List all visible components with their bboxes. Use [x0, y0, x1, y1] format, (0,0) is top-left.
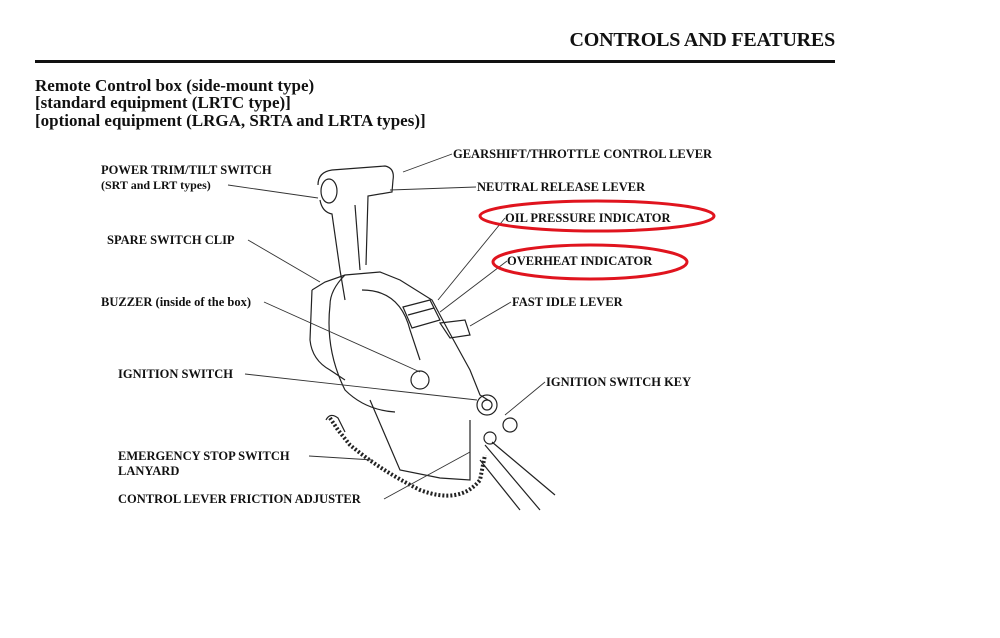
label-spare-switch-clip: SPARE SWITCH CLIP	[107, 233, 235, 247]
label-ignition-switch-key: IGNITION SWITCH KEY	[546, 375, 692, 389]
label-buzzer: BUZZER (inside of the box)	[101, 295, 252, 309]
label-power-trim-switch: POWER TRIM/TILT SWITCH	[101, 163, 272, 177]
label-overheat-indicator: OVERHEAT INDICATOR	[507, 254, 653, 268]
highlight-ellipses	[478, 199, 716, 281]
leader-lines	[227, 153, 546, 500]
subtitle-line-1: Remote Control box (side-mount type)	[35, 76, 315, 95]
label-ignition-switch: IGNITION SWITCH	[118, 367, 233, 381]
subtitle-line-2: [standard equipment (LRTC type)]	[35, 93, 291, 112]
label-gearshift-lever: GEARSHIFT/THROTTLE CONTROL LEVER	[453, 147, 713, 161]
section-title: CONTROLS AND FEATURES	[569, 29, 836, 51]
control-box-drawing	[309, 165, 556, 511]
label-emergency-stop-switch: EMERGENCY STOP SWITCH	[118, 449, 290, 463]
header-rule	[35, 60, 835, 63]
subtitle-line-3: [optional equipment (LRGA, SRTA and LRTA…	[35, 111, 426, 130]
label-power-trim-note: (SRT and LRT types)	[101, 178, 211, 192]
label-oil-pressure-indicator: OIL PRESSURE INDICATOR	[505, 211, 671, 225]
oil-pressure-highlight	[478, 199, 716, 233]
label-emergency-stop-lanyard: LANYARD	[118, 464, 180, 478]
label-neutral-release-lever: NEUTRAL RELEASE LEVER	[477, 180, 646, 194]
overheat-highlight	[491, 243, 689, 281]
label-fast-idle-lever: FAST IDLE LEVER	[512, 295, 623, 309]
label-friction-adjuster: CONTROL LEVER FRICTION ADJUSTER	[118, 492, 361, 506]
